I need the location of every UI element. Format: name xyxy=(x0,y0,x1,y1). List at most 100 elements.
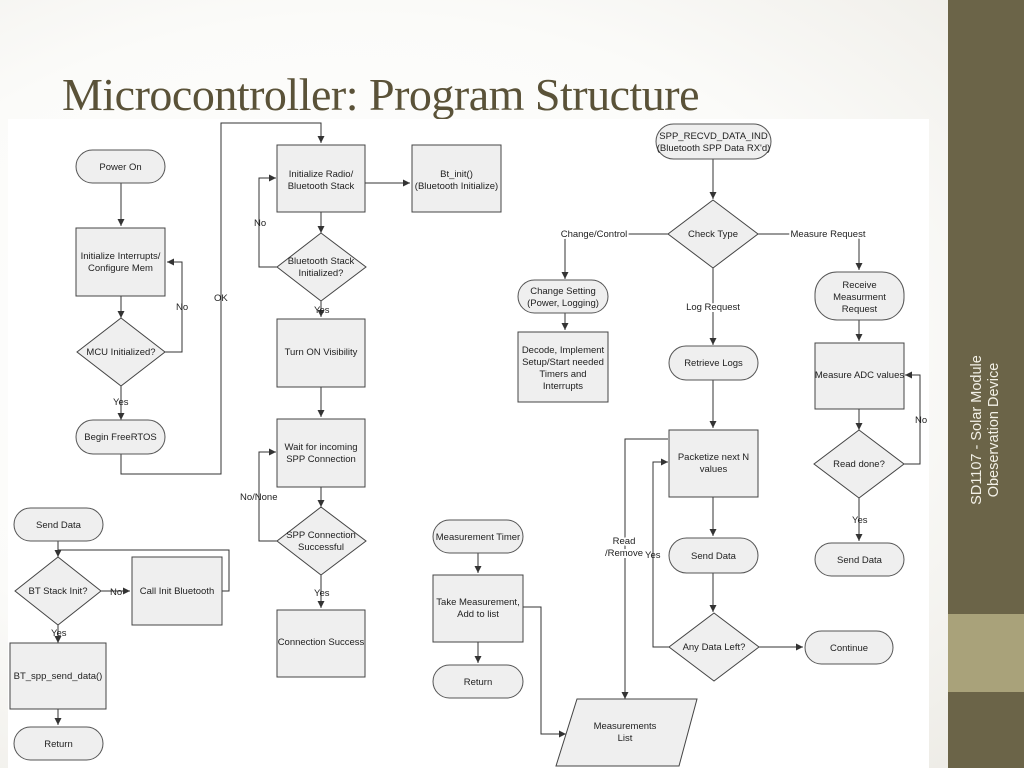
edge-readdone-no-loop xyxy=(904,371,921,465)
node-label: values xyxy=(700,464,728,475)
decision-label: Read done? xyxy=(833,459,885,470)
node-label: SPP Connection xyxy=(286,454,356,465)
node-send-data-2: Send Data xyxy=(814,542,905,577)
node-change-setting: Change Setting (Power, Logging) xyxy=(517,279,609,314)
decision-label: BT Stack Init? xyxy=(29,586,88,597)
node-call-init-bluetooth: Call Init Bluetooth xyxy=(131,556,223,626)
node-label: Initialize Radio/ xyxy=(289,169,354,180)
slide-title: Microcontroller: Program Structure xyxy=(62,69,700,120)
node-init-radio: Initialize Radio/ Bluetooth Stack xyxy=(276,144,366,213)
decision-label: Initialized? xyxy=(299,268,344,279)
decision-label: SPP Connection xyxy=(286,530,356,541)
node-power-on: Power On xyxy=(75,149,166,184)
edge-label-change-control: Change/Control xyxy=(561,229,628,240)
edge-callinit-loop xyxy=(58,549,230,592)
node-label: Retrieve Logs xyxy=(684,358,743,369)
edge-label-no-none: No/None xyxy=(240,492,278,503)
edge-take-list xyxy=(523,606,566,738)
node-label: List xyxy=(618,733,633,744)
decision-read-done: Read done? xyxy=(813,429,905,499)
node-label: Connection Success xyxy=(278,637,365,648)
edge-label-no: No xyxy=(110,587,122,598)
node-send-data-3: Send Data xyxy=(668,537,759,574)
node-label: Interrupts xyxy=(543,381,583,392)
node-take-measurement: Take Measurement, Add to list xyxy=(432,574,524,643)
sidebar: SD1107 - Solar Module Obeservation Devic… xyxy=(948,0,1024,768)
edge-label-yes: Yes xyxy=(314,588,330,599)
node-label: Measurements xyxy=(594,721,657,732)
decision-label: Any Data Left? xyxy=(683,642,746,653)
node-bt-spp-send-data: BT_spp_send_data() xyxy=(9,642,107,710)
node-label: Timers and xyxy=(539,369,586,380)
decision-label: Check Type xyxy=(688,229,738,240)
node-label: Power On xyxy=(99,162,141,173)
edge-label-yes: Yes xyxy=(314,305,330,316)
node-label: BT_spp_send_data() xyxy=(14,671,103,682)
decision-mcu-initialized: MCU Initialized? xyxy=(76,317,166,387)
node-label: Return xyxy=(464,677,493,688)
node-label: (Bluetooth SPP Data RX'd) xyxy=(657,143,771,154)
node-label: Configure Mem xyxy=(88,263,153,274)
node-measurement-timer: Measurement Timer xyxy=(432,519,524,554)
node-label: Bluetooth Stack xyxy=(288,181,355,192)
decision-bt-stack-init: BT Stack Init? xyxy=(14,556,102,626)
node-label: Wait for incoming xyxy=(284,442,357,453)
node-measurements-list: Measurements List xyxy=(555,698,698,767)
node-return-1: Return xyxy=(13,726,104,761)
node-decode-implement: Decode, Implement Setup/Start needed Tim… xyxy=(517,331,609,403)
edge-label-read-remove: /Remove xyxy=(605,548,643,559)
edge-label-yes: Yes xyxy=(852,515,868,526)
sidebar-accent xyxy=(948,614,1024,692)
node-label: Receive xyxy=(842,280,876,291)
edge-freertos-ok xyxy=(120,122,325,475)
node-label: Packetize next N xyxy=(678,452,749,463)
edge-check-measure xyxy=(758,233,863,270)
node-label: Turn ON Visibility xyxy=(285,347,358,358)
decision-any-data-left: Any Data Left? xyxy=(668,612,760,682)
node-label: Measurement Timer xyxy=(436,532,520,543)
node-label: Continue xyxy=(830,643,868,654)
node-label: Send Data xyxy=(837,555,883,566)
node-label: Decode, Implement xyxy=(522,345,605,356)
edge-label-measure-request: Measure Request xyxy=(791,229,866,240)
node-init-interrupts: Initialize Interrupts/ Configure Mem xyxy=(75,227,166,297)
node-label: Measurment xyxy=(833,292,886,303)
edge-label-no: No xyxy=(915,415,927,426)
node-label: SPP_RECVD_DATA_IND xyxy=(659,131,768,142)
node-label: Setup/Start needed xyxy=(522,357,604,368)
node-bt-init: Bt_init() (Bluetooth Initialize) xyxy=(411,144,502,213)
node-measure-adc: Measure ADC values xyxy=(814,342,905,410)
node-label: Initialize Interrupts/ xyxy=(81,251,161,262)
node-label: Measure ADC values xyxy=(815,370,904,381)
node-label: Call Init Bluetooth xyxy=(140,586,214,597)
node-receive-measurement-request: Receive Measurment Request xyxy=(814,271,905,321)
node-retrieve-logs: Retrieve Logs xyxy=(668,345,759,381)
decision-label: MCU Initialized? xyxy=(86,347,155,358)
edge-label-yes: Yes xyxy=(645,550,661,561)
decision-spp-success: SPP Connection Successful xyxy=(276,506,367,576)
decision-bt-stack-initialized: Bluetooth Stack Initialized? xyxy=(276,232,367,302)
edge-anydata-yes-loop xyxy=(652,458,669,648)
node-label: Change Setting xyxy=(530,286,596,297)
node-return-2: Return xyxy=(432,664,524,699)
node-label: Request xyxy=(842,304,878,315)
node-continue: Continue xyxy=(804,630,894,665)
node-label: Take Measurement, xyxy=(436,597,519,608)
node-label: (Power, Logging) xyxy=(527,298,599,309)
edge-label-ok: OK xyxy=(214,293,228,304)
node-connection-success: Connection Success xyxy=(276,609,366,678)
edge-label-read-remove: Read xyxy=(613,536,636,547)
flowchart-diagram: Power On Initialize Interrupts/ Configur… xyxy=(8,119,929,768)
decision-label: Successful xyxy=(298,542,344,553)
edge-label-no: No xyxy=(254,218,266,229)
connector-lines xyxy=(54,122,921,738)
node-label: (Bluetooth Initialize) xyxy=(415,181,498,192)
node-turn-on-visibility: Turn ON Visibility xyxy=(276,318,366,388)
node-label: Bt_init() xyxy=(440,169,473,180)
edge-spp-no-loop xyxy=(258,448,278,542)
sidebar-caption: SD1107 - Solar Module Obeservation Devic… xyxy=(969,355,1003,505)
node-label: Send Data xyxy=(691,551,737,562)
edge-label-yes: Yes xyxy=(113,397,129,408)
edge-mcu-no-loop xyxy=(165,258,183,353)
edge-stack-no-loop xyxy=(258,174,278,268)
